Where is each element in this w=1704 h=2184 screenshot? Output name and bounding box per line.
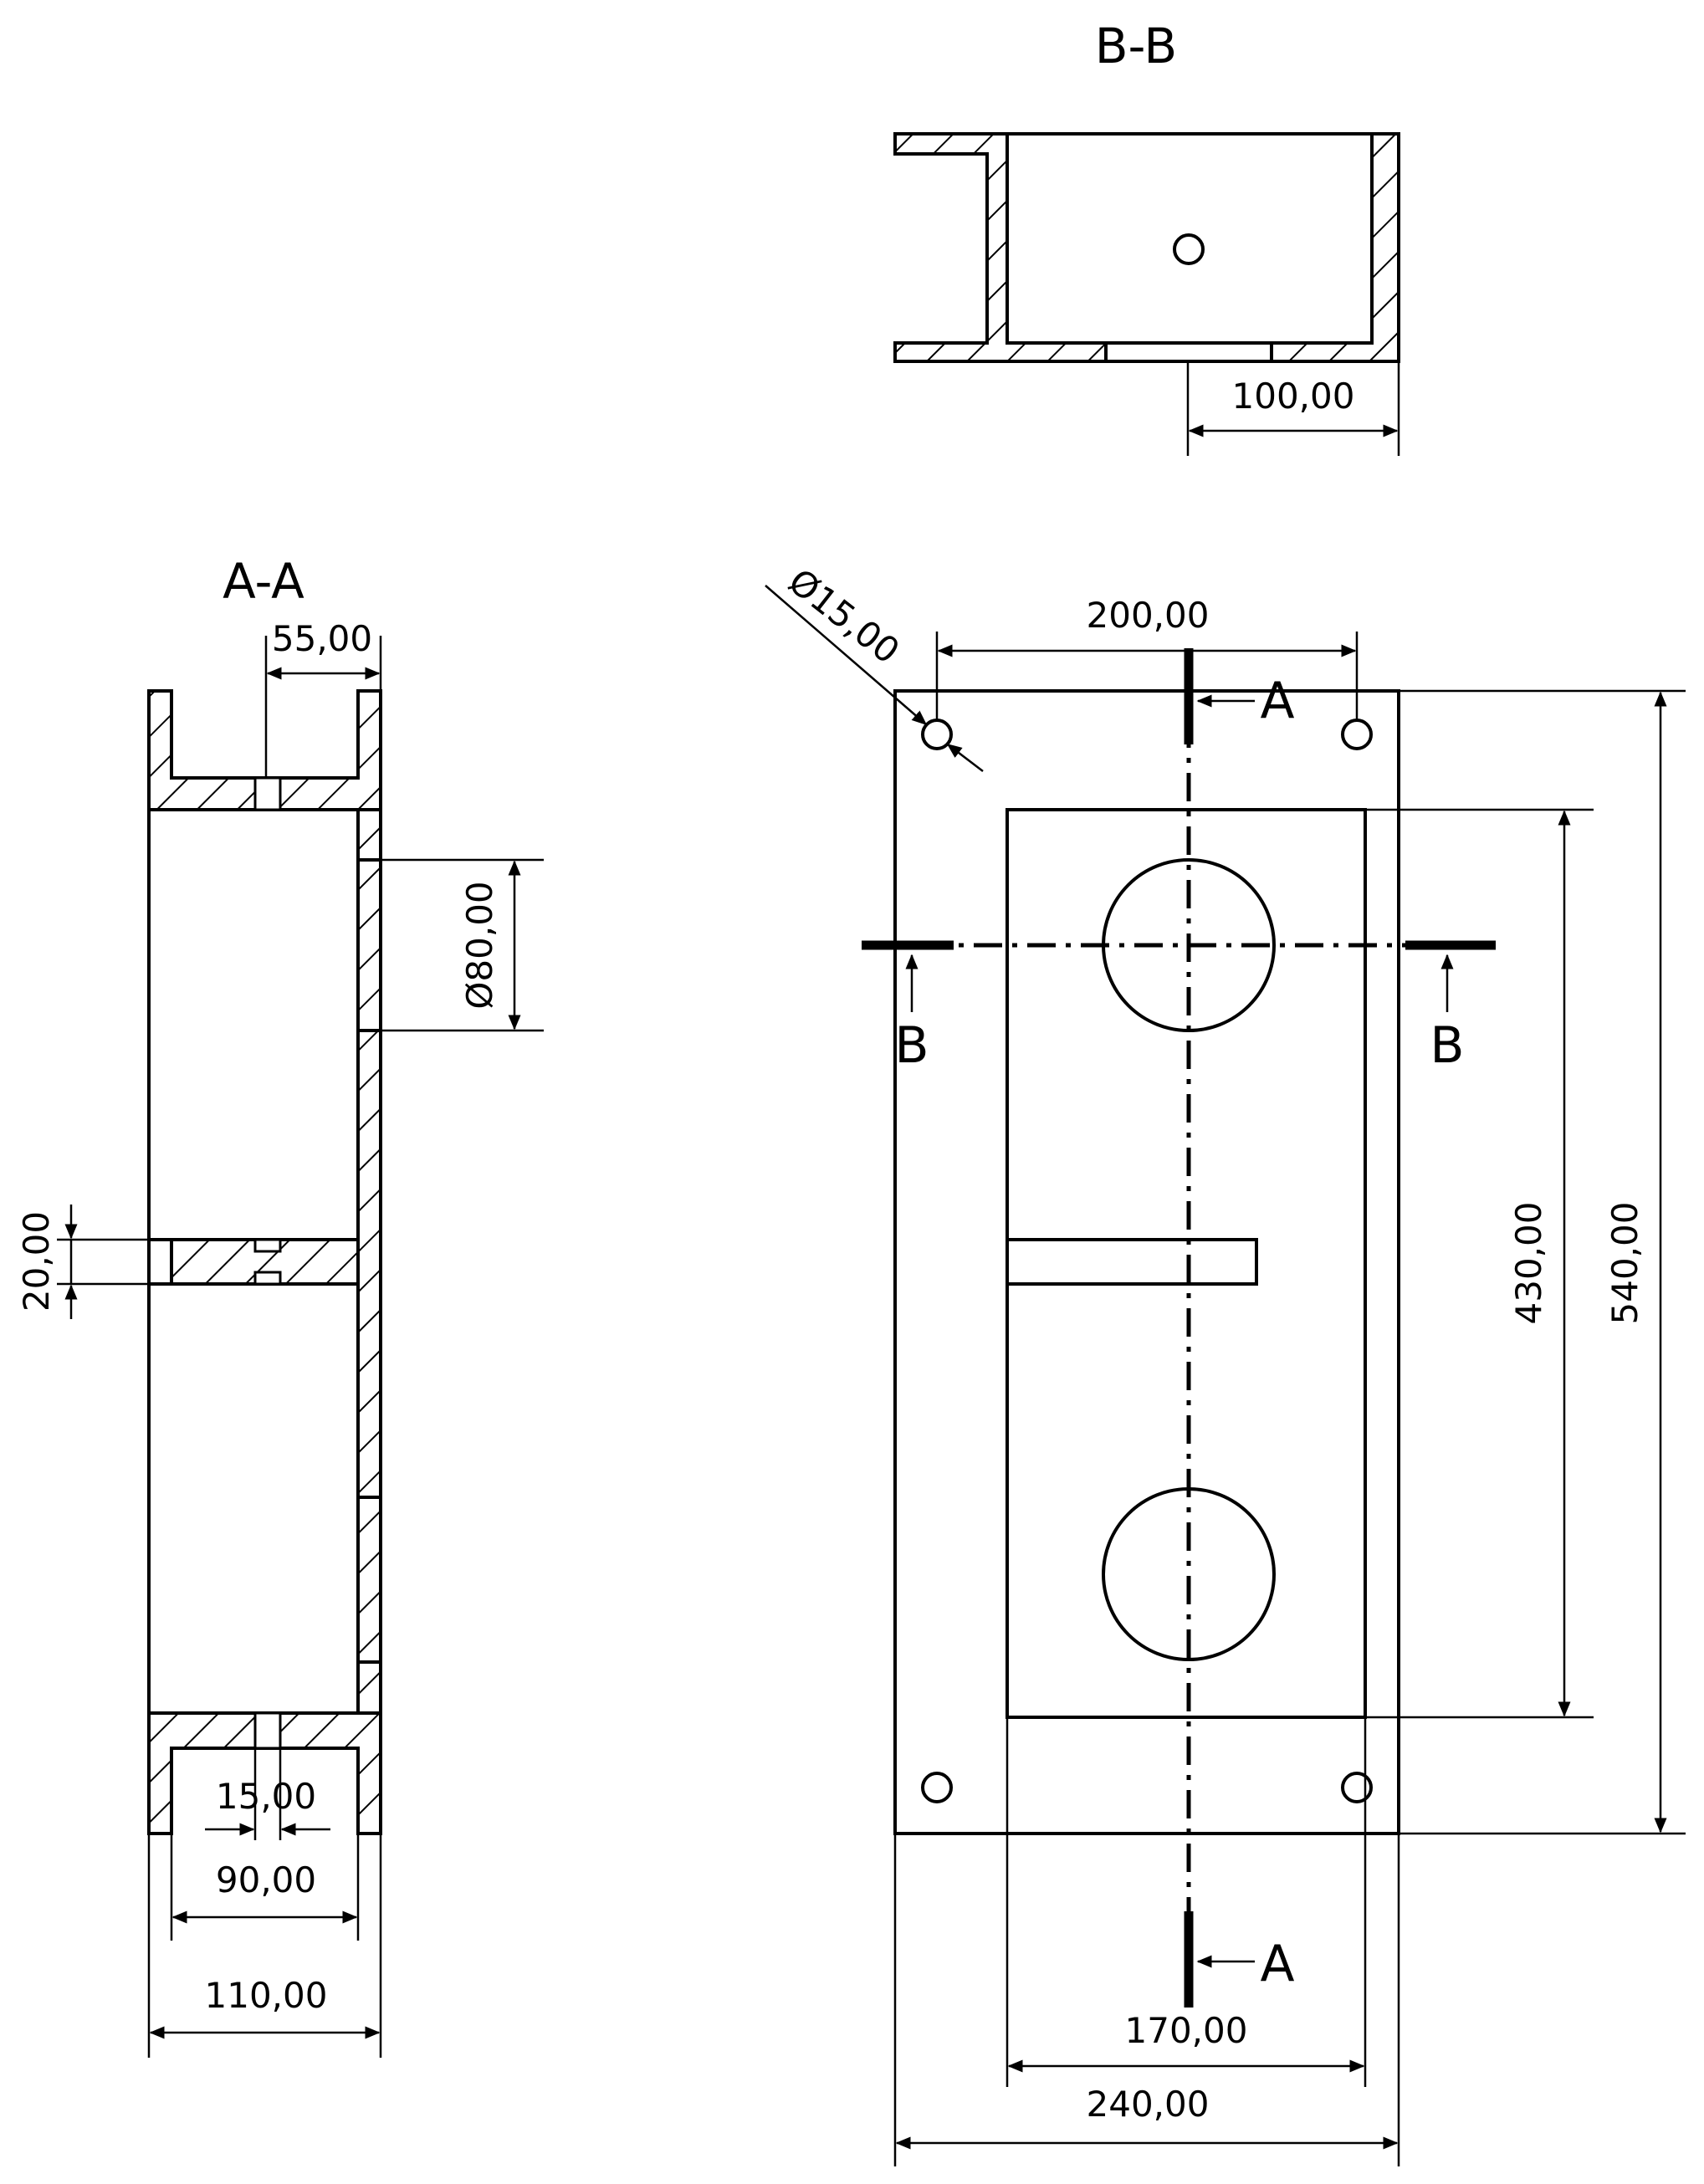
aa-right-web bbox=[356, 808, 382, 1715]
aa-lower-cavity bbox=[147, 1282, 360, 1715]
front-d15-leader-in bbox=[765, 585, 928, 725]
section-bb-view: B-B 100,00 bbox=[893, 18, 1400, 456]
front-rib bbox=[1006, 1238, 1258, 1286]
front-d15-leader-out bbox=[946, 744, 984, 772]
cut-label-a-top: A bbox=[1260, 672, 1294, 730]
front-outer-plate bbox=[893, 689, 1400, 1835]
front-hole-bottom-left bbox=[921, 1772, 953, 1803]
bb-left-wall bbox=[893, 132, 1108, 363]
front-dim-200: 200,00 bbox=[1087, 595, 1210, 636]
aa-bottom-flange bbox=[147, 1711, 382, 1835]
front-hole-top-right bbox=[1341, 719, 1373, 750]
front-hole-bottom-right bbox=[1341, 1772, 1373, 1803]
aa-bottom-bolt-slot bbox=[253, 1711, 282, 1750]
section-bb-title: B-B bbox=[1095, 18, 1177, 74]
aa-dim-110: 110,00 bbox=[205, 1975, 328, 2016]
cut-label-b-left: B bbox=[894, 1016, 929, 1075]
aa-rib-slot-bottom bbox=[253, 1271, 282, 1286]
front-dim-170: 170,00 bbox=[1125, 2010, 1248, 2051]
aa-rib-slot-top bbox=[253, 1238, 282, 1253]
aa-upper-cavity bbox=[147, 808, 360, 1241]
section-aa-view: A-A 55,00 Ø80,00 bbox=[16, 553, 544, 2058]
cut-label-b-right: B bbox=[1430, 1016, 1464, 1075]
aa-dim-15: 15,00 bbox=[216, 1776, 316, 1817]
aa-top-bolt-slot bbox=[253, 776, 282, 811]
aa-dim-20: 20,00 bbox=[16, 1211, 57, 1312]
front-hole-top-left bbox=[921, 719, 953, 750]
aa-dim-55: 55,00 bbox=[272, 618, 372, 659]
front-view: A A B B Ø15,00 200,00 430,00 540,00 170,… bbox=[765, 560, 1686, 2166]
bb-dim-100: 100,00 bbox=[1232, 376, 1355, 417]
aa-dim-90: 90,00 bbox=[216, 1859, 316, 1900]
aa-dim-d80: Ø80,00 bbox=[459, 881, 500, 1009]
front-dim-240: 240,00 bbox=[1087, 2084, 1210, 2125]
cut-label-a-bottom: A bbox=[1260, 1935, 1294, 1993]
bb-cavity bbox=[1006, 132, 1374, 345]
bb-hole bbox=[1173, 233, 1205, 265]
section-aa-title: A-A bbox=[223, 553, 304, 610]
bb-bottom-right-web bbox=[1270, 132, 1400, 363]
front-dim-540: 540,00 bbox=[1604, 1202, 1645, 1325]
front-dim-430: 430,00 bbox=[1508, 1202, 1549, 1325]
